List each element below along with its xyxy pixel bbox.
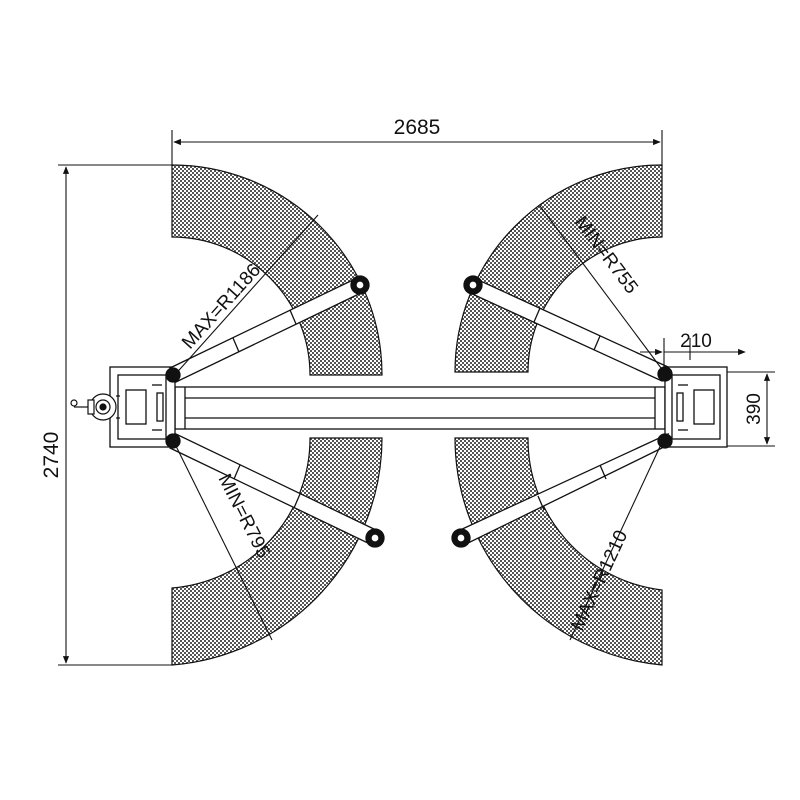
right-column <box>664 366 728 448</box>
arm-right-lower <box>451 432 673 548</box>
swing-zone-right-upper <box>454 164 663 373</box>
arm-right-upper <box>463 275 673 382</box>
dimension-column-depth <box>727 371 775 447</box>
overhead-beam <box>174 386 666 430</box>
dimension-label-column-depth: 390 <box>744 393 765 425</box>
swing-zone-left-upper <box>171 164 383 376</box>
dimension-label-arm-offset: 210 <box>680 331 712 352</box>
lift-arms <box>165 275 673 548</box>
arm-left-lower <box>165 433 385 548</box>
power-unit-motor <box>70 393 120 421</box>
leader-right-lower <box>569 437 665 641</box>
dimension-label-overall-height: 2740 <box>40 432 63 479</box>
swing-zone-left-lower <box>171 437 383 666</box>
swing-zone-right-lower <box>454 437 663 666</box>
leader-left-upper <box>171 214 319 379</box>
leader-left-lower <box>171 437 273 641</box>
radius-leader-lines <box>171 205 665 641</box>
dimension-overall-height <box>58 164 172 666</box>
dimension-arm-offset <box>640 338 746 368</box>
leader-right-upper <box>539 205 665 373</box>
dimension-label-overall-width: 2685 <box>394 116 441 139</box>
dimension-overall-width <box>171 130 663 166</box>
left-column <box>109 366 176 448</box>
arm-left-upper <box>165 275 370 383</box>
arm-swing-zones <box>171 164 663 666</box>
